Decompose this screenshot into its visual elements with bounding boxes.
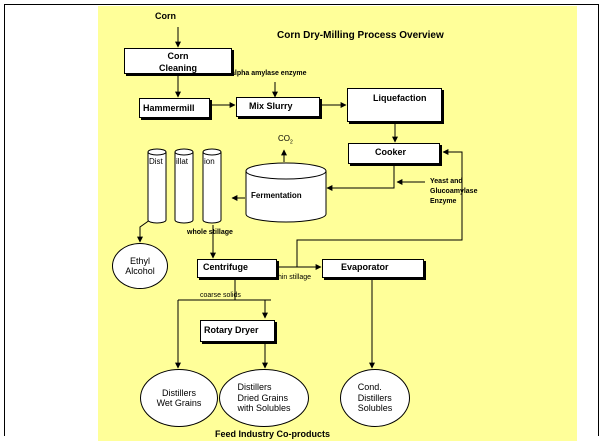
distillation-label-part1: Dist bbox=[149, 157, 163, 166]
hammermill-box: Hammermill bbox=[139, 98, 210, 118]
evaporator-box: Evaporator bbox=[322, 259, 424, 278]
distillation-label-part2: illat bbox=[176, 157, 189, 166]
liquefaction-box: Liquefaction bbox=[347, 88, 442, 122]
coarse-solids-label: coarse solids bbox=[200, 292, 241, 299]
distillation-columns bbox=[147, 148, 222, 224]
mix-slurry-box: Mix Slurry bbox=[236, 97, 320, 117]
corn-cleaning-box: Corn Cleaning bbox=[124, 48, 232, 74]
slide-frame bbox=[4, 4, 599, 436]
arrow-cooker-to-fermentation bbox=[326, 164, 395, 191]
thin-stillage-label: thin stillage bbox=[276, 274, 312, 281]
fermentation-tank bbox=[245, 162, 327, 223]
diagram-title: Corn Dry-Milling Process Overview bbox=[277, 30, 444, 41]
corn-input-label: Corn bbox=[155, 11, 176, 21]
cooker-box: Cooker bbox=[348, 143, 440, 164]
alpha-amylase-label: alpha amylase enzyme bbox=[231, 70, 307, 77]
co2-label: CO2 bbox=[278, 134, 293, 146]
rotary-dryer-box: Rotary Dryer bbox=[200, 320, 275, 342]
whole-stillage-label: whole stillage bbox=[187, 229, 233, 236]
arrow-recycle-to-cooker bbox=[296, 149, 463, 267]
distillation-label-part3: ion bbox=[204, 157, 215, 166]
footer-label: Feed Industry Co-products bbox=[215, 429, 330, 439]
fermentation-label: Fermentation bbox=[251, 191, 302, 200]
centrifuge-box: Centrifuge bbox=[197, 259, 277, 278]
yeast-enzyme-label: Yeast and Glucoamylase Enzyme bbox=[430, 178, 478, 205]
